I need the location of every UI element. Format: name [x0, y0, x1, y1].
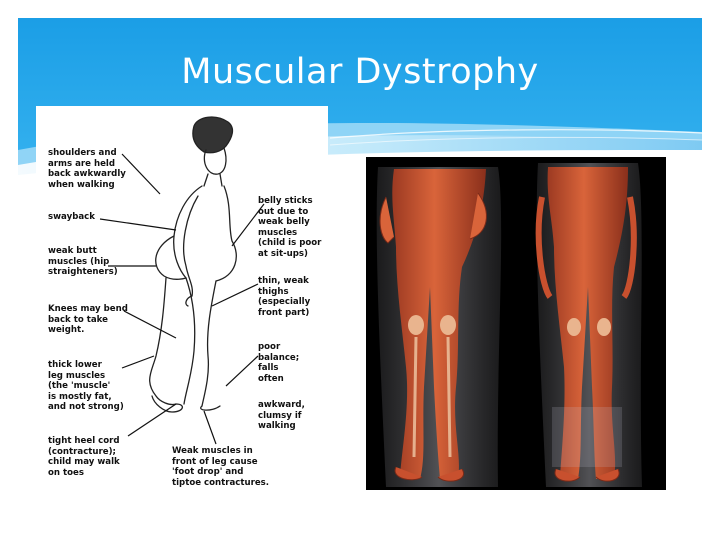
label-swayback: swayback — [48, 212, 95, 222]
label-belly: belly sticks out due to weak belly muscl… — [258, 196, 322, 259]
slide-title: Muscular Dystrophy — [181, 52, 539, 92]
label-weak-butt: weak butt muscles (hip straighteners) — [48, 246, 118, 278]
label-knees: Knees may bend back to take weight. — [48, 304, 128, 336]
boy-figure-drawing — [99, 116, 265, 445]
label-thin-thighs: thin, weak thighs (especially front part… — [258, 276, 311, 318]
label-thick-lower-leg: thick lower leg muscles (the 'muscle' is… — [48, 360, 124, 413]
label-awkward: awkward, clumsy if walking — [258, 400, 305, 432]
label-weak-front-muscles: Weak muscles in front of leg cause 'foot… — [172, 446, 270, 488]
leg-muscle-3d-image — [366, 157, 666, 490]
label-tight-heel: tight heel cord (contracture); child may… — [48, 436, 120, 478]
label-poor-balance: poor balance; falls often — [258, 342, 300, 384]
muscle-legs-illustration — [366, 157, 666, 490]
muscular-dystrophy-diagram: shoulders and arms are held back awkward… — [36, 106, 328, 498]
label-shoulders: shoulders and arms are held back awkward… — [48, 148, 126, 190]
